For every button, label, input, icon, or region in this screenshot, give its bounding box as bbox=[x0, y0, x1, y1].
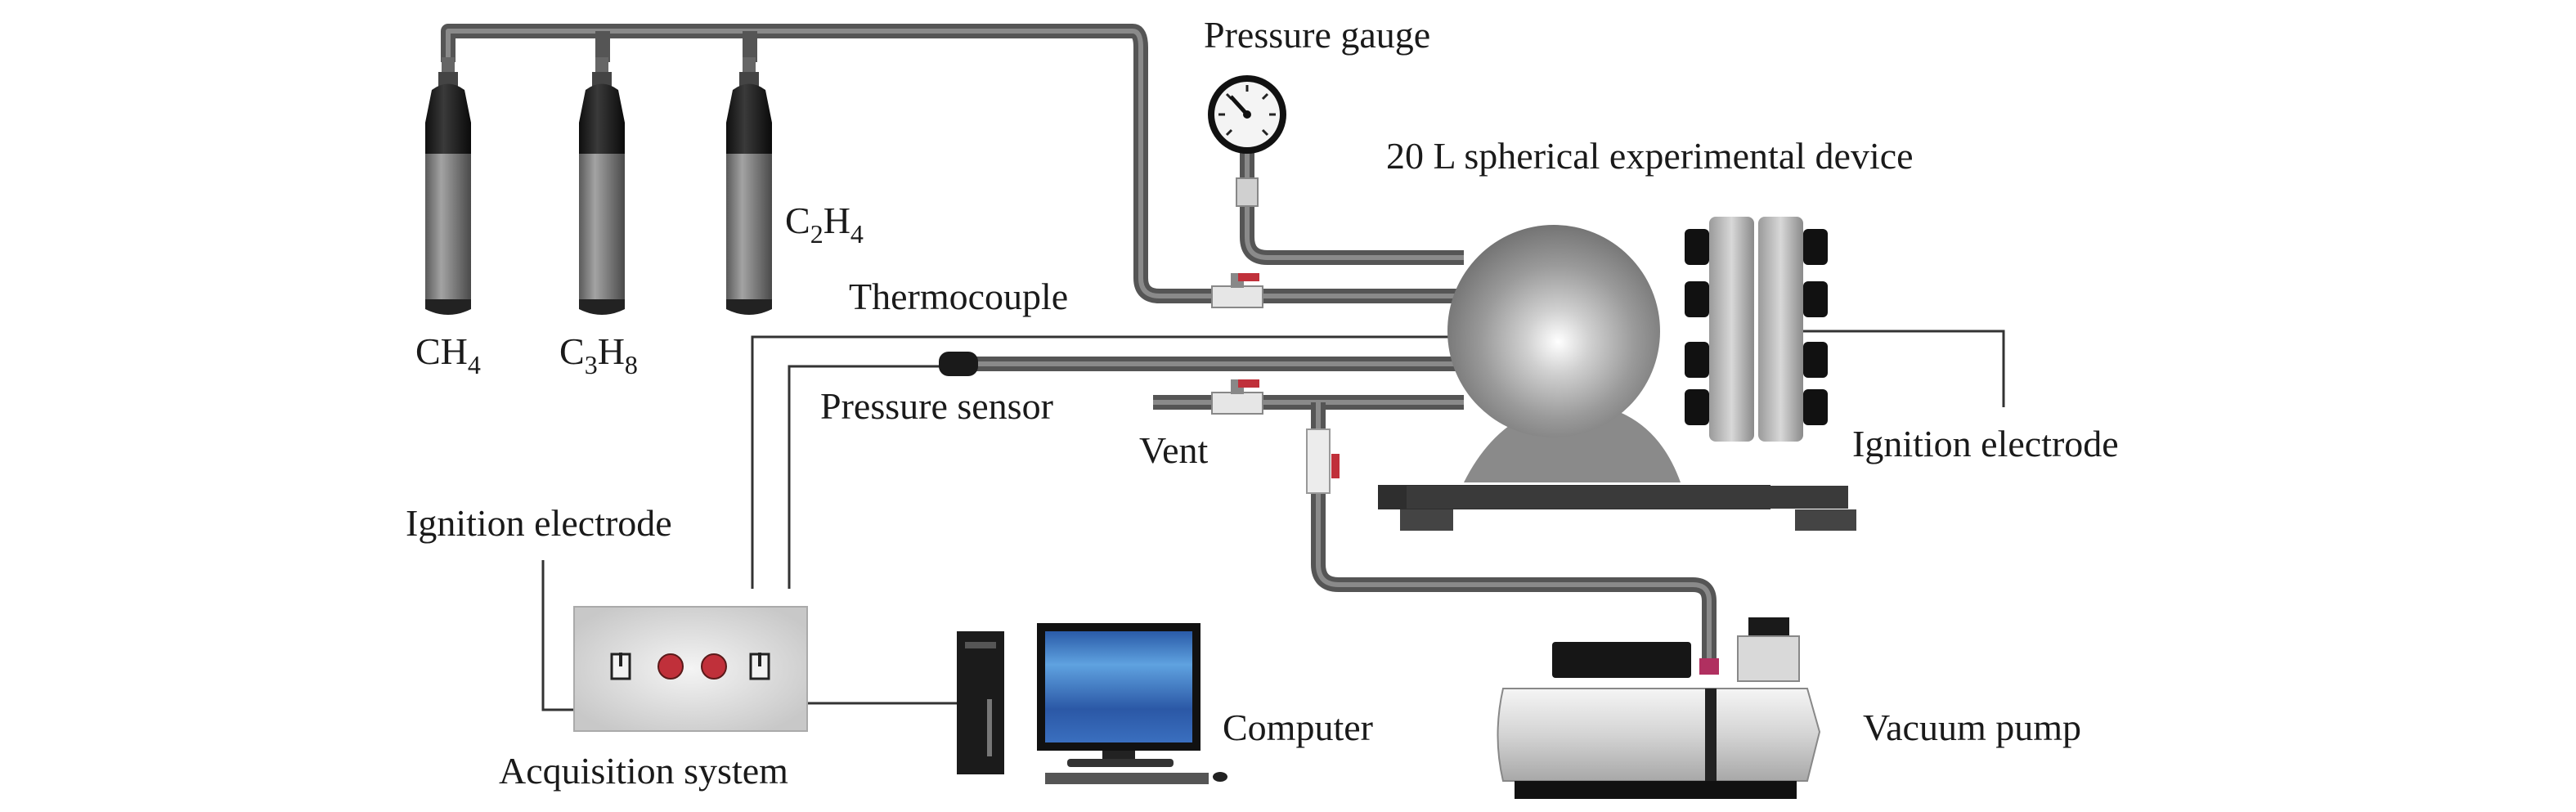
spherical-vessel bbox=[1378, 217, 2005, 531]
thermocouple-wire bbox=[751, 335, 1464, 589]
vacuum-line bbox=[1306, 402, 1717, 671]
vent-line bbox=[1153, 379, 1464, 415]
label-vent: Vent bbox=[1139, 429, 1209, 471]
label-thermocouple: Thermocouple bbox=[849, 276, 1068, 317]
acquisition-system bbox=[541, 560, 957, 732]
label-c3h8: C3H8 bbox=[559, 330, 638, 379]
label-pressure-sensor: Pressure sensor bbox=[820, 385, 1053, 427]
pressure-sensor bbox=[788, 352, 1464, 589]
pressure-gauge bbox=[1208, 75, 1464, 265]
label-ch4: CH4 bbox=[415, 330, 481, 379]
label-ignition-electrode-left: Ignition electrode bbox=[406, 502, 672, 544]
label-spherical-device: 20 L spherical experimental device bbox=[1386, 135, 1914, 177]
label-computer: Computer bbox=[1223, 707, 1373, 748]
vacuum-pump bbox=[1497, 617, 1821, 799]
label-ignition-electrode-right: Ignition electrode bbox=[1852, 423, 2119, 464]
label-acquisition-system: Acquisition system bbox=[499, 750, 788, 792]
inlet-valve bbox=[1211, 273, 1263, 308]
label-vacuum-pump: Vacuum pump bbox=[1863, 707, 2081, 748]
cylinder-ch4 bbox=[425, 57, 471, 315]
cylinder-c3h8 bbox=[579, 57, 625, 315]
computer bbox=[957, 623, 1227, 784]
label-pressure-gauge: Pressure gauge bbox=[1204, 14, 1430, 56]
gas-supply-pipeline bbox=[441, 24, 1464, 303]
cylinder-c2h4 bbox=[726, 57, 772, 315]
label-c2h4: C2H4 bbox=[785, 200, 864, 249]
